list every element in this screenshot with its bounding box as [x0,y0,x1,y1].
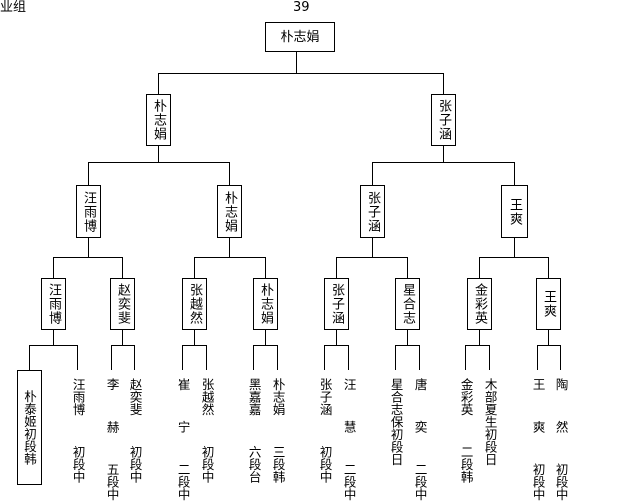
entrant-label-5: 崔 宁 二段中 [175,378,191,501]
quarterfinal-name-4: 朴志娟 [258,283,273,325]
quarterfinal-name-5: 张子涵 [329,283,344,325]
semifinal-name-2: 朴志娟 [222,190,237,233]
entrant-label-1: 朴泰姬初段韩 [22,390,37,465]
quarterfinal-name-2: 赵奕斐 [115,283,130,325]
entrant-label-6: 张越然 初段中 [199,378,215,483]
quarterfinal-box-2: 赵奕斐 [110,278,135,330]
quarterfinal-name-1: 汪雨博 [46,283,61,325]
entrant-label-14: 木部夏生初段日 [482,378,498,466]
entrant-label-9: 张子涵 初段中 [317,378,333,483]
quarterfinal-box-6: 星合志 [395,278,420,330]
group-label: 业组 [0,0,27,15]
page-number: 39 [293,0,310,15]
entrant-label-16: 陶 然 初段中 [553,378,569,501]
entrant-label-15: 王 爽 初段中 [530,378,546,501]
winner-box: 朴志娟 [265,22,335,52]
quarterfinal-box-5: 张子涵 [324,278,349,330]
entrant-label-3: 李 赫 五段中 [104,378,120,501]
semifinal-box-2: 朴志娟 [217,185,242,238]
bracket-lines [29,52,561,370]
entrant-label-2: 汪雨博 初段中 [70,378,86,483]
quarterfinal-name-3: 张越然 [187,283,202,325]
quarterfinal-box-7: 金彩英 [467,278,492,330]
winner-name: 朴志娟 [280,29,320,45]
quarterfinal-name-8: 王爽 [541,290,556,318]
entrant-label-7: 黑嘉嘉 六段台 [246,378,262,483]
quarterfinal-box-1: 汪雨博 [41,278,66,330]
semifinal-box-4: 王爽 [501,185,528,238]
semifinal-box-1: 汪雨博 [76,185,101,238]
semifinal-box-3: 张子涵 [360,185,385,238]
entrant-label-8: 朴志娟 三段韩 [270,378,286,483]
entrant-label-13: 金彩英 二段韩 [458,378,474,483]
semifinal-name-1: 汪雨博 [81,190,96,233]
semifinal-name-3: 张子涵 [365,190,380,233]
final-box-2: 张子涵 [431,94,456,146]
final-name-2: 张子涵 [436,99,451,141]
entrant-label-4: 赵奕斐 初段中 [127,378,143,483]
semifinal-name-4: 王爽 [507,197,522,226]
quarterfinal-box-3: 张越然 [182,278,207,330]
entrant-label-10: 汪 慧 二段中 [341,378,357,501]
quarterfinal-name-6: 星合志 [400,283,415,325]
quarterfinal-name-7: 金彩英 [472,283,487,325]
entrant-label-11: 星合志保初段日 [388,378,404,466]
entrant-box-1: 朴泰姬初段韩 [17,370,42,485]
quarterfinal-box-8: 王爽 [536,278,561,330]
final-box-1: 朴志娟 [146,94,171,146]
final-name-1: 朴志娟 [151,99,166,141]
quarterfinal-box-4: 朴志娟 [253,278,278,330]
entrant-label-12: 唐 奕 二段中 [412,378,428,501]
